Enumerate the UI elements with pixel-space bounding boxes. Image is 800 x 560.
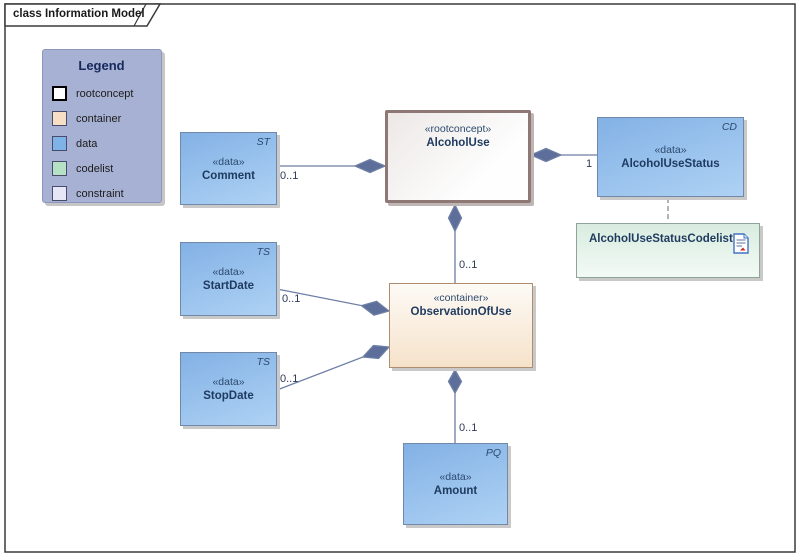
- data-swatch: [52, 136, 67, 151]
- node-name: AlcoholUseStatusCodelist: [589, 233, 733, 245]
- edge-alcoholuse-comment[interactable]: [277, 158, 387, 174]
- legend-item-container: container: [52, 106, 161, 131]
- legend-item-constraint: constraint: [52, 181, 161, 206]
- multiplicity-label: 0..1: [459, 259, 478, 271]
- node-name: ObservationOfUse: [410, 306, 512, 318]
- node-comment[interactable]: ST «data» Comment: [180, 132, 277, 205]
- node-name: StopDate: [203, 390, 254, 402]
- edge-alcoholuse-observation[interactable]: [447, 203, 463, 283]
- node-name: AlcoholUseStatus: [621, 158, 720, 170]
- legend-item-data: data: [52, 131, 161, 156]
- node-name: StartDate: [202, 280, 255, 292]
- multiplicity-label: 0..1: [459, 422, 478, 434]
- node-name: Amount: [433, 485, 478, 497]
- edge-observation-startdate[interactable]: [276, 288, 391, 316]
- node-alcoholusestatuscodelist[interactable]: AlcoholUseStatusCodelist: [576, 223, 760, 278]
- multiplicity-label: 0..1: [280, 170, 299, 182]
- diagram-frame: [4, 3, 796, 553]
- constraint-swatch: [52, 186, 67, 201]
- rootconcept-swatch: [52, 86, 67, 101]
- stereotype: «rootconcept»: [424, 123, 492, 135]
- stereotype: «data»: [439, 471, 472, 483]
- multiplicity-label: 0..1: [282, 293, 301, 305]
- node-alcoholuse[interactable]: «rootconcept» AlcoholUse: [385, 110, 531, 203]
- legend[interactable]: Legend rootconcept container data codeli…: [42, 49, 162, 203]
- legend-item-codelist: codelist: [52, 156, 161, 181]
- node-name: Comment: [201, 169, 256, 182]
- node-amount[interactable]: PQ «data» Amount: [403, 443, 508, 525]
- codelist-swatch: [52, 161, 67, 176]
- stereotype: «data»: [212, 376, 245, 388]
- datatype-tag: PQ: [485, 447, 501, 459]
- multiplicity-label: 1: [586, 158, 593, 170]
- multiplicity-label: 0..1: [280, 373, 299, 385]
- stereotype: «data»: [212, 155, 245, 168]
- frame-title: class Information Model: [13, 8, 145, 20]
- legend-title: Legend: [78, 58, 125, 73]
- datatype-tag: ST: [256, 136, 270, 148]
- edge-observation-stopdate[interactable]: [276, 344, 391, 391]
- stereotype: «data»: [654, 144, 687, 156]
- node-startdate[interactable]: TS «data» StartDate: [180, 242, 277, 316]
- edge-observation-amount[interactable]: [447, 368, 463, 443]
- node-alcoholusestatus[interactable]: CD «data» AlcoholUseStatus: [597, 117, 744, 197]
- node-name: AlcoholUse: [426, 137, 490, 149]
- stereotype: «data»: [212, 266, 245, 278]
- legend-item-rootconcept: rootconcept: [52, 81, 161, 106]
- frame-title-tab: [4, 3, 162, 27]
- datatype-tag: TS: [256, 246, 270, 258]
- datatype-tag: CD: [721, 121, 737, 133]
- datatype-tag: TS: [256, 356, 270, 368]
- node-observationofuse[interactable]: «container» ObservationOfUse: [389, 283, 533, 368]
- edge-alcoholuse-status[interactable]: [529, 147, 597, 163]
- stereotype: «container»: [433, 292, 489, 304]
- container-swatch: [52, 111, 67, 126]
- node-stopdate[interactable]: TS «data» StopDate: [180, 352, 277, 426]
- codelist-document-icon: [733, 233, 749, 254]
